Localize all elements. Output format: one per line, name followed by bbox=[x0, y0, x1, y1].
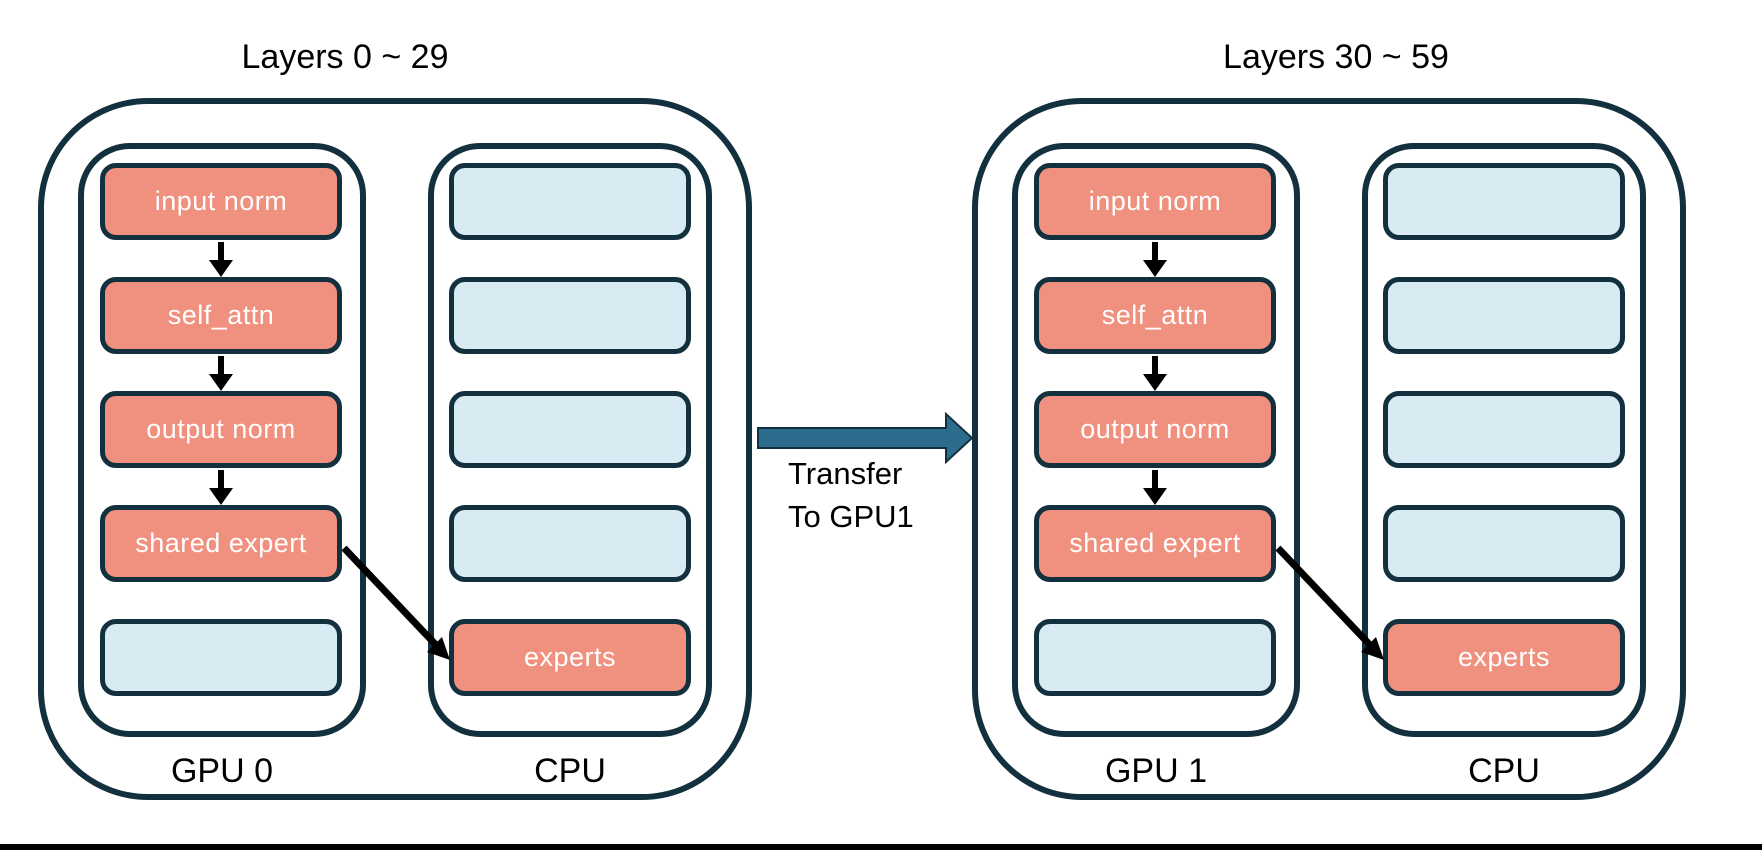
box-output-norm: output norm bbox=[1034, 391, 1276, 468]
gpu0-label: GPU 0 bbox=[170, 752, 274, 790]
box-empty-placeholder bbox=[1383, 391, 1625, 468]
group-title-layers-0-29: Layers 0 ~ 29 bbox=[241, 38, 449, 76]
box-self-attn: self_attn bbox=[100, 277, 342, 354]
box-empty-placeholder bbox=[449, 163, 691, 240]
box-self-attn: self_attn bbox=[1034, 277, 1276, 354]
box-empty-placeholder bbox=[1383, 163, 1625, 240]
box-experts: experts bbox=[449, 619, 691, 696]
box-empty-placeholder bbox=[100, 619, 342, 696]
box-empty-placeholder bbox=[449, 391, 691, 468]
transfer-label: Transfer To GPU1 bbox=[788, 452, 914, 538]
cpu-label-left: CPU bbox=[534, 752, 606, 790]
box-shared-expert: shared expert bbox=[100, 505, 342, 582]
box-input-norm: input norm bbox=[1034, 163, 1276, 240]
box-shared-expert: shared expert bbox=[1034, 505, 1276, 582]
box-output-norm: output norm bbox=[100, 391, 342, 468]
box-input-norm: input norm bbox=[100, 163, 342, 240]
cpu-label-right: CPU bbox=[1468, 752, 1540, 790]
box-empty-placeholder bbox=[449, 505, 691, 582]
gpu1-label: GPU 1 bbox=[1104, 752, 1208, 790]
box-experts: experts bbox=[1383, 619, 1625, 696]
group-title-layers-30-59: Layers 30 ~ 59 bbox=[1223, 38, 1449, 76]
box-empty-placeholder bbox=[1383, 505, 1625, 582]
box-empty-placeholder bbox=[449, 277, 691, 354]
transfer-label-line1: Transfer bbox=[788, 456, 903, 491]
box-empty-placeholder bbox=[1383, 277, 1625, 354]
box-empty-placeholder bbox=[1034, 619, 1276, 696]
transfer-label-line2: To GPU1 bbox=[788, 499, 914, 534]
bottom-border bbox=[0, 844, 1762, 850]
